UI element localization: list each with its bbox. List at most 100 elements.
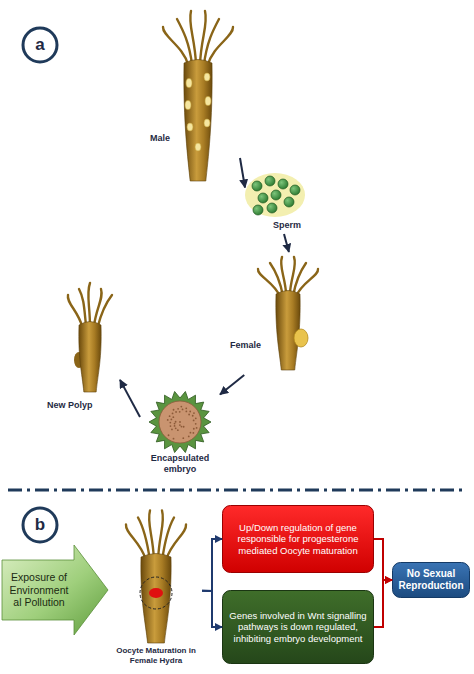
embryo-speckle <box>177 429 179 431</box>
box-outline <box>223 591 374 664</box>
flow-arrow <box>202 591 222 627</box>
box-text: Up/Down regulation of gene responsible f… <box>228 522 368 556</box>
sperm-cell <box>278 179 288 189</box>
arrow-label: Exposure of Environment al Pollution <box>4 571 74 609</box>
stage-label: Oocyte Maturation in Female Hydra <box>106 646 206 665</box>
ovary-bulge <box>294 329 308 347</box>
flow-arrow <box>374 539 392 580</box>
embryo-speckle <box>196 427 198 429</box>
sperm-cell <box>290 185 300 195</box>
stage-label: Encapsulated embryo <box>140 453 220 475</box>
flow-arrow <box>374 580 392 627</box>
node-shape <box>110 505 202 670</box>
embryo-speckle <box>179 411 181 413</box>
embryo-speckle <box>179 424 181 426</box>
embryo-speckle <box>193 420 195 422</box>
hydra-body <box>184 60 212 182</box>
embryo-speckle <box>183 426 185 428</box>
hydra-body <box>79 322 101 393</box>
text-holder: Oocyte Maturation in Female Hydra <box>106 645 206 667</box>
box-outline <box>223 506 374 573</box>
embryo-speckle <box>181 426 183 428</box>
stage-label: Female <box>230 340 261 351</box>
panel-letter-circle: b <box>21 506 59 544</box>
hydra-tentacle <box>138 518 150 560</box>
embryo-speckle <box>185 407 187 409</box>
flow-arrow <box>220 375 244 395</box>
node-shape <box>150 5 240 185</box>
flow-arrow <box>240 158 245 188</box>
embryo-speckle <box>188 436 190 438</box>
text-holder: Male <box>150 131 184 145</box>
oocyte <box>149 588 163 598</box>
embryo-speckle <box>174 423 176 425</box>
embryo-speckle <box>195 417 197 419</box>
process-box: Up/Down regulation of gene responsible f… <box>222 505 374 573</box>
hydra-tentacle <box>98 295 112 327</box>
text-holder: a <box>21 26 59 64</box>
stage-label: Sperm <box>273 220 301 231</box>
embryo-speckle <box>175 411 177 413</box>
embryo-speckle <box>177 408 179 410</box>
panel-letter: b <box>35 515 45 535</box>
embryo-speckle <box>195 423 197 425</box>
hydra-tentacle <box>167 525 187 560</box>
embryo-speckle <box>169 422 171 424</box>
embryo-speckle <box>182 408 184 410</box>
circle-outline <box>23 508 57 542</box>
testis-spot <box>187 123 193 131</box>
testis-spot <box>205 97 211 106</box>
text-holder: Genes involved in Wnt signalling pathway… <box>228 592 368 662</box>
embryo-speckle <box>173 409 175 411</box>
text-holder: Female <box>230 338 274 352</box>
panel-letter-circle: a <box>21 26 59 64</box>
connector-group <box>120 158 392 627</box>
box-outline <box>393 563 470 598</box>
embryo-speckle <box>172 413 174 415</box>
flow-arrow <box>202 539 222 591</box>
sperm-cluster: Sperm <box>245 172 310 234</box>
new-polyp: New Polyp <box>45 280 120 415</box>
sperm-cell <box>252 181 262 191</box>
text-holder: Sperm <box>273 218 310 232</box>
female-hydra: Oocyte Maturation in Female Hydra <box>110 505 202 670</box>
sperm-cell <box>253 205 263 215</box>
embryo-speckle <box>169 415 171 417</box>
embryo-capsule <box>149 391 211 452</box>
embryo-speckle <box>171 429 173 431</box>
embryo-speckle <box>185 411 187 413</box>
testis-spot <box>195 143 201 151</box>
hydra-tentacle <box>88 283 90 327</box>
circle-outline <box>23 28 57 62</box>
hydra-body <box>141 554 171 644</box>
node-shape <box>230 252 325 375</box>
embryo-speckle <box>193 428 195 430</box>
stage-label: Male <box>150 133 170 144</box>
embryo-speckle <box>180 406 182 408</box>
embryo-speckle <box>170 425 172 427</box>
embryo-speckle <box>182 437 184 439</box>
text-holder: No Sexual Reproduction <box>394 563 468 597</box>
male-hydra: Male <box>150 5 240 185</box>
encapsulated-embryo: Encapsulated embryo <box>140 390 220 480</box>
text-holder: Exposure of Environment al Pollution <box>4 560 74 620</box>
testis-spot <box>204 73 210 81</box>
node-shape <box>45 280 120 415</box>
text-holder: b <box>21 506 59 544</box>
embryo-speckle <box>190 432 192 434</box>
pollution-arrow: Exposure of Environment al Pollution <box>2 545 110 635</box>
hydra-tentacle <box>79 289 86 327</box>
hydra-tentacle <box>149 511 154 560</box>
box-text: No Sexual Reproduction <box>394 568 468 592</box>
sperm-cell <box>271 190 281 200</box>
embryo-speckle <box>173 438 175 440</box>
embryo-speckle <box>188 414 190 416</box>
embryo-speckle <box>174 425 176 427</box>
embryo-speckle <box>172 416 174 418</box>
embryo-core <box>159 401 201 443</box>
testis-spot <box>186 79 192 88</box>
embryo-speckle <box>167 419 169 421</box>
embryo-speckle <box>168 434 170 436</box>
